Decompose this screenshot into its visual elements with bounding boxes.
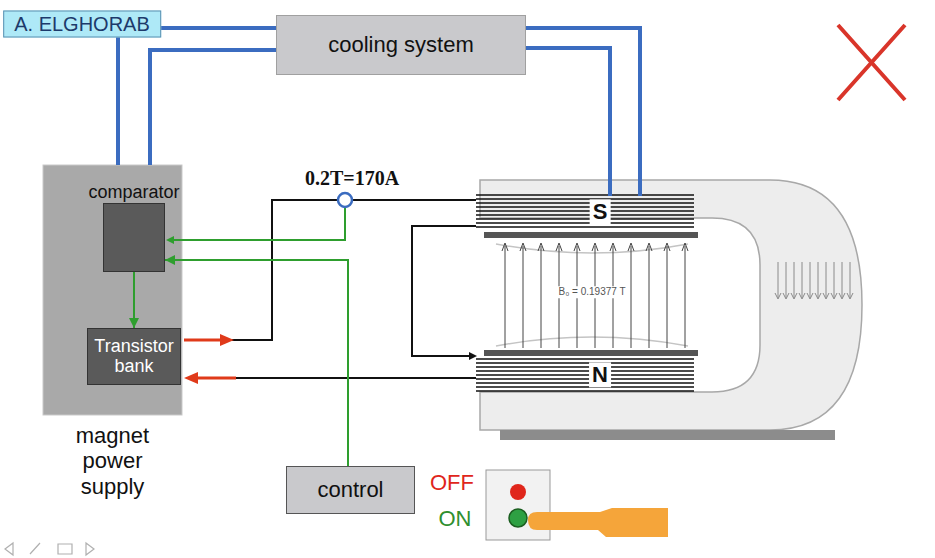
pole-plate	[484, 350, 698, 356]
off-button	[510, 484, 526, 500]
signal-arrow	[165, 260, 348, 466]
process-box: cooling system	[276, 15, 526, 75]
magnet-base	[500, 430, 835, 440]
pole-plate	[484, 232, 698, 238]
arrowhead	[184, 372, 198, 384]
coil-link-wire	[412, 226, 476, 356]
node-text: magnet power supply	[57, 423, 168, 499]
signal-arrow	[133, 272, 135, 328]
module-box: comparator	[103, 203, 165, 272]
arrowhead	[220, 334, 234, 346]
node-text: cooling system	[328, 32, 474, 58]
node-text: control	[317, 477, 383, 503]
supply-wire	[232, 200, 476, 340]
coil-winding	[476, 195, 694, 227]
cross-mark	[838, 25, 905, 100]
pointing-finger	[528, 508, 668, 537]
module-box: Transistor bank	[87, 328, 181, 385]
current-sensor	[338, 193, 352, 207]
watermark: A. ELGHORAB	[3, 11, 161, 38]
arrowhead	[166, 236, 174, 244]
process-box: control	[286, 466, 415, 514]
node-text: comparator	[88, 182, 179, 203]
magnet-yoke	[480, 180, 862, 430]
panel-box	[43, 165, 182, 415]
field-arrows	[502, 243, 688, 348]
coolant-pipe	[118, 28, 276, 165]
switch-label: ON	[439, 506, 472, 531]
setpoint-label: 0.2T=170A	[303, 167, 401, 190]
power-supply-panel: magnet power supplycomparatorTransistor …	[43, 165, 182, 415]
coolant-pipe	[150, 50, 276, 165]
pole-label: S	[590, 199, 611, 224]
on-button	[509, 509, 527, 527]
coolant-pipe	[526, 28, 640, 196]
return-wire	[236, 377, 476, 379]
current-arrow	[196, 377, 236, 380]
node-text: Transistor bank	[94, 337, 173, 377]
slide-nav-icons	[5, 543, 94, 555]
coil-winding	[476, 359, 694, 391]
pole-shim	[496, 244, 688, 346]
switch-label: OFF	[430, 470, 474, 495]
current-arrow	[184, 339, 222, 342]
pole-label: N	[589, 362, 611, 387]
arrowhead	[469, 352, 477, 360]
sensor-wire	[172, 207, 345, 240]
flux-arrows	[775, 262, 853, 299]
field-value: B₀ = 0.19377 T	[556, 286, 627, 298]
